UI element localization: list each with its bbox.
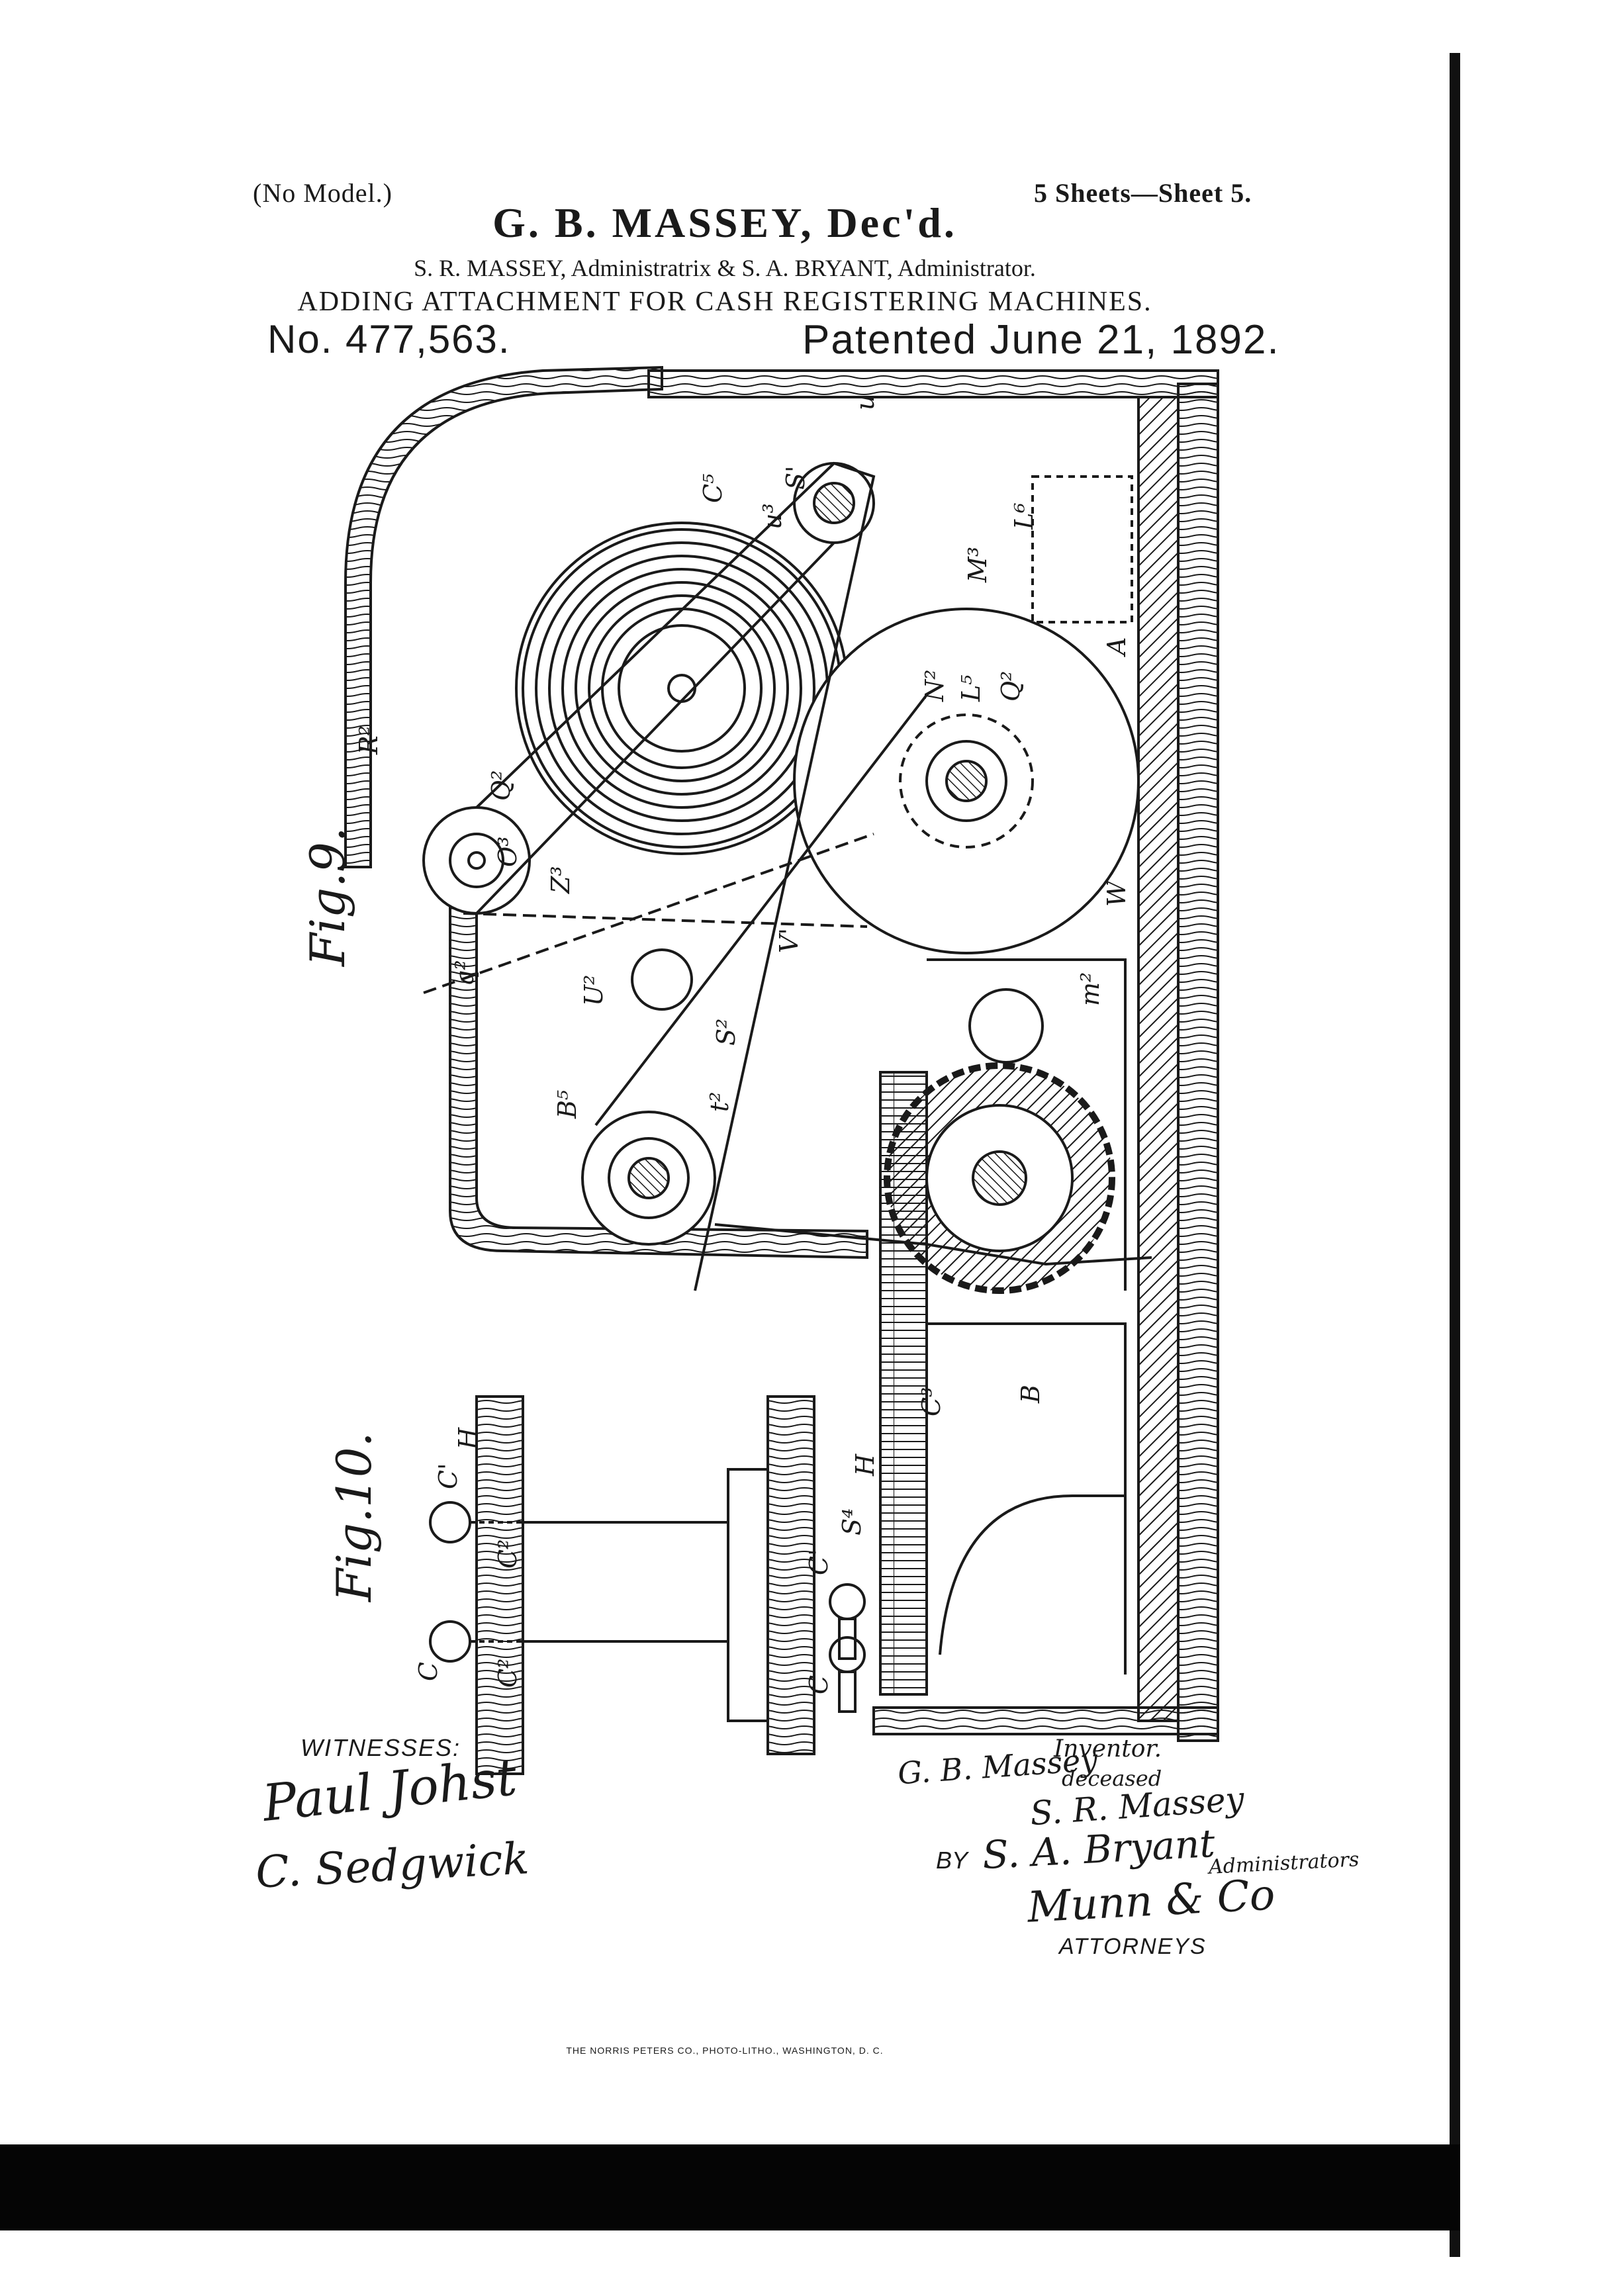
frame-line: [423, 833, 874, 994]
fig10-base: [766, 1395, 815, 1755]
cam-outline: [939, 1494, 1125, 1655]
ref-label: B: [1016, 1385, 1045, 1404]
patent-drawing: C⁵ S' u³ u L⁶ M³ A N² L⁵ Q² R² Q² O³ Z³ …: [300, 365, 1219, 1775]
ref-label: Q²: [996, 671, 1025, 702]
rack-bar: [879, 1071, 928, 1696]
ref-label: V': [774, 928, 804, 953]
fig9-label: Fig.9.: [300, 827, 355, 968]
ref-label: C': [804, 1549, 833, 1575]
fig10-label: Fig.10.: [326, 1432, 382, 1603]
ref-label: Q²: [487, 770, 516, 801]
ref-label: A: [1102, 637, 1131, 657]
witnesses-label: WITNESSES:: [301, 1734, 461, 1761]
reference-labels: C⁵ S' u³ u L⁶ M³ A N² L⁵ Q² R² Q² O³ Z³ …: [354, 394, 1131, 1694]
base-board: [1177, 383, 1219, 1742]
ref-label: C⁵: [698, 474, 727, 503]
ref-label: S²: [712, 1019, 741, 1046]
inventor-label: Inventor.: [1054, 1735, 1162, 1763]
ref-label: C²: [493, 1659, 522, 1688]
gear-wheel: [884, 1062, 1115, 1294]
ref-label: u³: [758, 503, 787, 529]
top-board: [647, 369, 1219, 398]
fig9-drawing: [344, 365, 1219, 1742]
inventor-name: G. B. MASSEY, Dec'd.: [492, 199, 957, 246]
ref-label: H: [851, 1453, 880, 1477]
ref-label: U²: [579, 975, 608, 1006]
ref-label: C: [804, 1675, 833, 1694]
ref-label: u: [851, 394, 880, 410]
bottom-board: [872, 1706, 1219, 1735]
attorneys-label: ATTORNEYS: [1059, 1934, 1207, 1959]
figure-labels: Fig.9. Fig.10.: [300, 827, 382, 1603]
ref-label: C³: [917, 1387, 946, 1416]
ref-label: L⁵: [956, 675, 986, 702]
ref-label: M³: [963, 547, 992, 583]
ref-label: q²: [450, 960, 479, 986]
ref-label: t²: [705, 1091, 734, 1112]
fig10-key-lower: [429, 1620, 471, 1663]
lever-arm: [714, 1223, 1152, 1266]
ref-label: S': [781, 466, 810, 490]
side-bracket: [927, 958, 1127, 1675]
ref-label: L⁶: [1009, 503, 1039, 530]
bottom-scan-band: [0, 2144, 1460, 2230]
ref-label: C: [414, 1662, 443, 1681]
paper-path: [475, 461, 928, 1291]
chain-wheel: [968, 988, 1044, 1064]
fig10-rods: [523, 1468, 769, 1722]
ref-label: O³: [493, 837, 522, 867]
ref-label: B⁵: [553, 1090, 582, 1119]
ref-label: Z³: [546, 866, 575, 894]
fig10-drawing: [429, 1395, 815, 1775]
keys-fig9: [829, 1583, 866, 1713]
by-label: BY: [936, 1847, 968, 1874]
ref-label: N²: [920, 670, 949, 702]
big-drum: [793, 608, 1140, 954]
ref-label: H: [453, 1427, 483, 1450]
ref-label: m²: [1076, 972, 1105, 1006]
right-wall: [1137, 396, 1180, 1722]
ref-label: C': [434, 1463, 463, 1489]
no-model-label: (No Model.): [253, 178, 393, 208]
sheet-number: 5 Sheets—Sheet 5.: [1034, 178, 1252, 208]
lower-roller: [581, 1111, 716, 1246]
dashed-box: [1031, 475, 1133, 623]
fig10-key-upper: [429, 1501, 471, 1543]
lower-housing: [449, 866, 868, 1260]
fig10-plate: [475, 1395, 524, 1775]
small-roller: [631, 948, 693, 1011]
patent-title: ADDING ATTACHMENT FOR CASH REGISTERING M…: [297, 287, 1152, 317]
ref-label: S⁴: [837, 1508, 866, 1536]
ref-label: R²: [354, 725, 383, 755]
administrators-line: S. R. MASSEY, Administratrix & S. A. BRY…: [414, 255, 1036, 281]
ref-label: C²: [493, 1539, 522, 1569]
ref-label: W: [1102, 879, 1131, 907]
printer-imprint: THE NORRIS PETERS CO., PHOTO-LITHO., WAS…: [566, 2045, 884, 2056]
right-edge-border: [1450, 53, 1460, 2257]
patent-number: No. 477,563.: [267, 317, 511, 361]
deceased-note: deceased: [1062, 1766, 1162, 1791]
patent-date: Patented June 21, 1892.: [802, 317, 1280, 363]
